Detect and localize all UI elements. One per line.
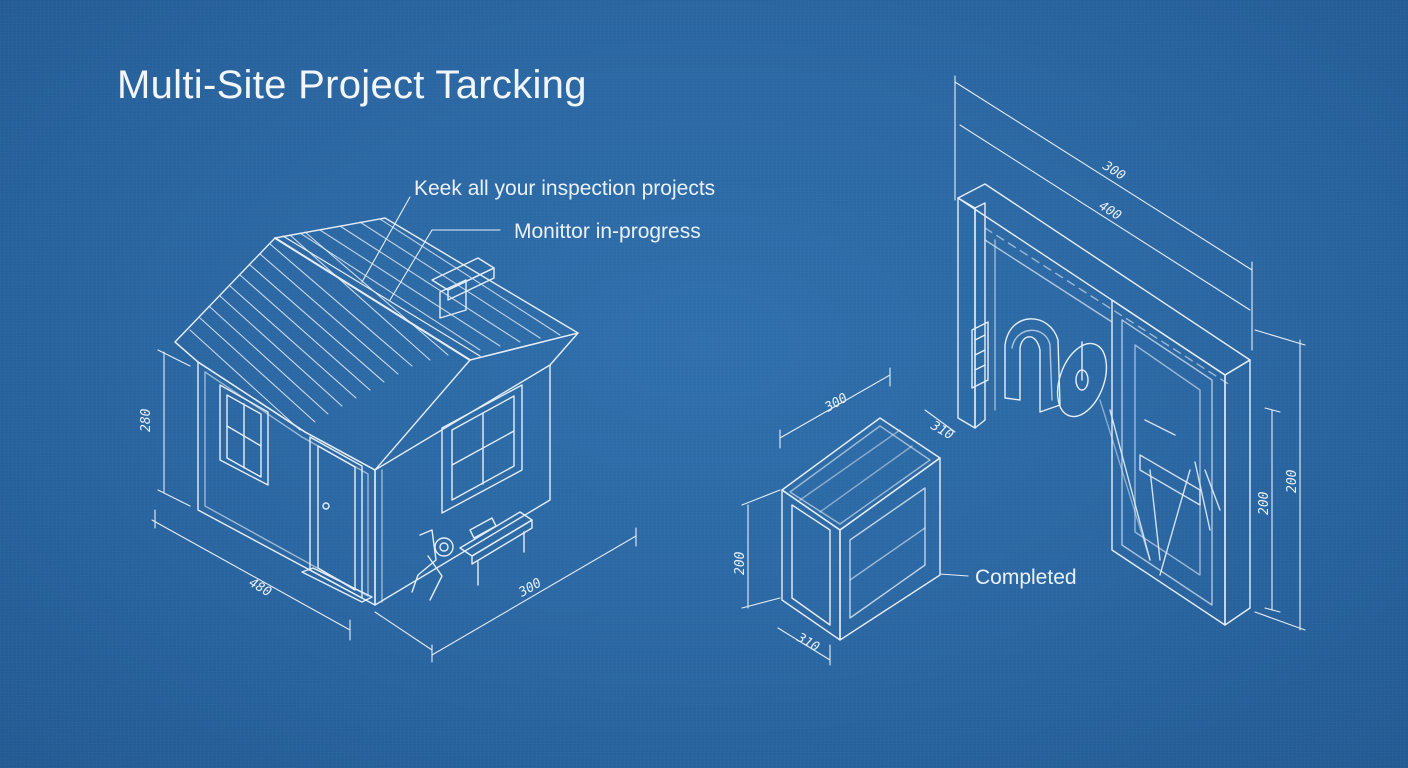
house-side-wall <box>374 364 551 606</box>
house-door <box>301 436 373 603</box>
page-title: Multi-Site Project Tarcking <box>117 63 587 107</box>
callout-keep-all-projects: Keek all your inspection projects <box>414 177 716 200</box>
box-dim-bottom: 310 <box>793 630 822 655</box>
chimney <box>431 257 495 319</box>
panel-dim-height-inner: 200 <box>1257 491 1272 515</box>
house-roof-front <box>174 237 471 471</box>
box-dim-height: 200 <box>733 551 748 575</box>
callout-completed: Completed <box>975 566 1077 589</box>
house-side-window <box>441 384 523 514</box>
tools-icon <box>411 529 454 601</box>
panel-dim-inner-width: 400 <box>1096 199 1124 224</box>
box-dim-top-depth: 310 <box>927 418 956 443</box>
callout-leader-lines <box>361 196 501 301</box>
callout-monitor-in-progress: Monittor in-progress <box>514 220 701 243</box>
house-front-window <box>219 384 269 486</box>
house-dimension-lines <box>151 349 637 663</box>
house-dim-height: 280 <box>139 408 154 432</box>
hinge-mechanism-icon <box>1099 399 1221 576</box>
garden-bench <box>459 511 533 586</box>
house-front-wall <box>197 361 376 606</box>
small-cabinet-illustration <box>741 367 969 666</box>
panel-illustration <box>954 75 1306 631</box>
panel-dim-height-outer: 200 <box>1285 469 1300 493</box>
panel-dim-outer-width: 300 <box>1099 158 1128 184</box>
house-illustration <box>151 196 637 663</box>
latch-mechanism-icon <box>971 318 1108 418</box>
house-dim-front-width: 480 <box>246 575 274 600</box>
